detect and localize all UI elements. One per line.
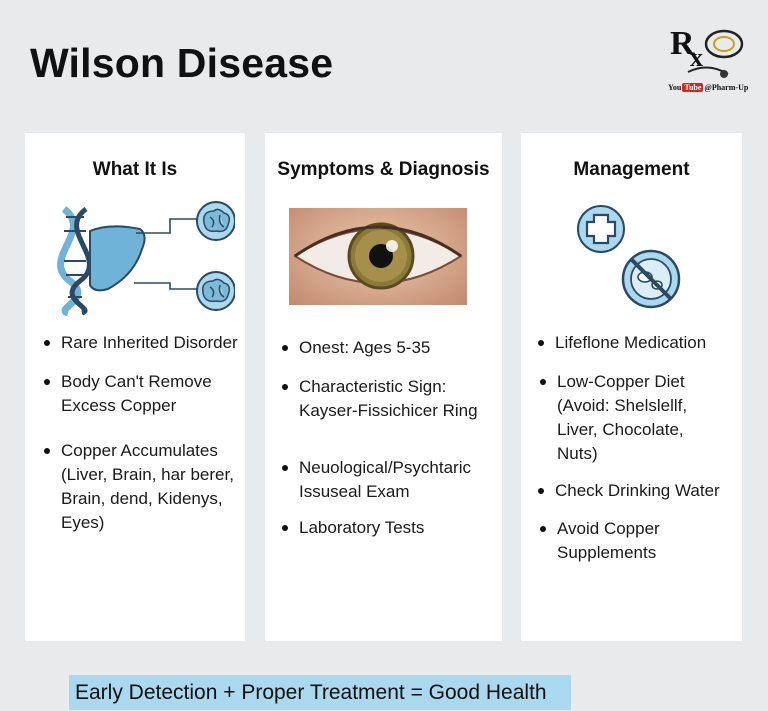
brain-icon: [196, 201, 236, 241]
card-heading: Symptoms & Diagnosis: [277, 159, 490, 180]
rx-logo-icon: R x: [670, 25, 744, 78]
card-management: Management Lifeflone Medication Low-Copp…: [521, 133, 742, 641]
management-illustration: [577, 203, 687, 318]
dna-icon: [57, 206, 92, 317]
list-item: Neuological/Psychtaric Issuseal Exam: [282, 456, 494, 504]
eye-icon: [293, 222, 463, 290]
no-copper-icon: [621, 249, 681, 309]
list-item: Low-Copper Diet (Avoid: Shelslellf, Live…: [540, 370, 707, 466]
brain-icon: [196, 271, 236, 311]
list-item: Body Can't Remove Excess Copper: [44, 370, 231, 418]
list-item: Check Drinking Water: [538, 479, 740, 503]
list-item: Onest: Ages 5-35: [282, 336, 489, 360]
list-item: Laboratory Tests: [282, 516, 489, 540]
list-item: Characteristic Sign: Kayser-Fissichicer …: [282, 375, 499, 423]
list-item: Lifeflone Medication: [538, 331, 735, 355]
footer-banner: Early Detection + Proper Treatment = Goo…: [69, 675, 571, 710]
svg-text:R: R: [670, 25, 695, 62]
card-symptoms-diagnosis: Symptoms & Diagnosis Onest: Ages 5-35 Ch…: [265, 133, 502, 641]
card-what-it-is: What It Is Rare Inherited Disorde: [25, 133, 245, 641]
list-item: Avoid Copper Supplements: [540, 517, 707, 565]
medical-cross-icon: [577, 205, 625, 253]
page-title: Wilson Disease: [30, 40, 334, 86]
liver-icon: [89, 225, 146, 292]
card-heading: What It Is: [92, 159, 178, 180]
dna-liver-brain-illustration: [50, 201, 236, 321]
eye-photo: [289, 208, 467, 305]
svg-text:x: x: [690, 43, 703, 72]
card-heading: Management: [573, 159, 690, 180]
list-item: Rare Inherited Disorder: [44, 331, 243, 355]
list-item: Copper Accumulates (Liver, Brain, har be…: [44, 439, 236, 535]
